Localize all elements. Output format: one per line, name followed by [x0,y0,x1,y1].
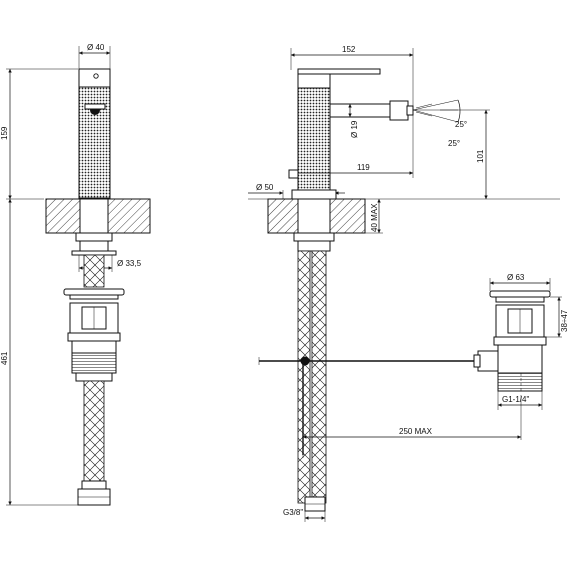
side-spray-lines [412,99,459,123]
drain-cap-diameter-label: Ø 63 [507,273,525,282]
side-braided-hose-left [297,250,311,504]
front-braided-hose-lower [83,380,105,482]
side-angle-down-label: 25° [448,139,460,148]
side-lever [297,68,381,75]
drain-detail: Ø 63 38÷47 G1-1/4" [473,273,568,410]
side-projection-label: 152 [342,45,356,54]
drain-cap [489,290,551,298]
side-deck-thickness-label: 40 MAX [370,203,379,232]
side-outlet-diameter-label: Ø 19 [350,120,359,138]
side-base-diameter-label: Ø 50 [256,183,274,192]
side-view: 152 25° 25° Ø 19 119 101 [248,45,560,522]
side-fixing-nut [293,232,335,242]
front-drain-thread [71,352,117,374]
front-fixing-nut [75,232,113,242]
side-outlet-height-label: 101 [476,149,485,163]
side-rod-length-label: 250 MAX [399,427,433,436]
side-angle-up-label: 25° [455,120,467,129]
drain-rod-coupling [477,350,499,372]
side-knurled-body [297,87,331,199]
drain-thread [497,372,543,392]
drain-thread-label: G1-1/4" [502,395,529,404]
front-base-diameter-label: Ø 33,5 [117,259,142,268]
drain-height-label: 38÷47 [560,309,568,332]
side-braided-hose-right [311,250,327,504]
side-connection-label: G3/8" [283,508,303,517]
front-diameter-label: Ø 40 [87,43,105,52]
front-braided-hose-upper [83,254,105,288]
side-reach-label: 119 [357,163,370,172]
side-angle-arc-up [457,99,461,111]
side-rod-pivot [300,356,310,366]
front-view: Ø 40 159 461 Ø 33,5 [0,43,151,506]
front-drain-cap [63,288,125,296]
front-total-length-label: 461 [0,351,9,365]
front-height-label: 159 [0,126,9,140]
